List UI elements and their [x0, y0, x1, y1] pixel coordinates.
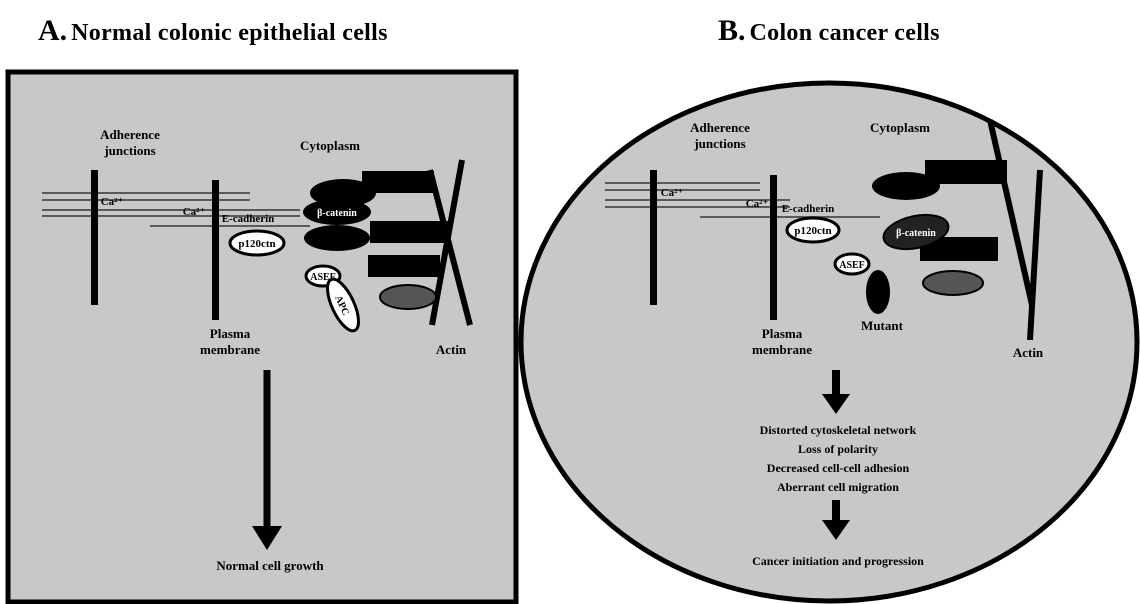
- cytoplasm-label: Cytoplasm: [870, 120, 930, 135]
- mutant-label: Mutant: [861, 318, 904, 333]
- panel-a-frame: [8, 72, 516, 602]
- calcium-label-mid: Ca²⁺: [746, 198, 769, 210]
- beta-catenin-label: β-catenin: [896, 228, 936, 239]
- asef-label: ASEF: [839, 260, 865, 271]
- panel-b: β-catenin p120ctn ASEF Mutant Adherence …: [521, 83, 1137, 601]
- p120ctn-label: p120ctn: [238, 238, 275, 250]
- adherence-label-2: junctions: [103, 143, 155, 158]
- outcome-label: Normal cell growth: [216, 558, 324, 573]
- mutant-apc-oval: [866, 270, 890, 314]
- plasma-membrane-bar: [212, 180, 219, 320]
- cadherin-block-1: [925, 160, 1007, 184]
- actin-binding-oval: [923, 271, 983, 295]
- alpha-catenin-oval: [872, 172, 940, 200]
- cadherin-block-2: [370, 221, 448, 243]
- plasma-label-1: Plasma: [762, 326, 803, 341]
- beta-catenin-oval-2: [304, 225, 370, 251]
- calcium-label-mid: Ca²⁺: [183, 206, 206, 218]
- actin-label: Actin: [1013, 345, 1044, 360]
- panel-a: β-catenin p120ctn ASEF APC Adherence jun…: [8, 72, 516, 602]
- e-cadherin-label: E-cadherin: [222, 213, 275, 225]
- actin-label: Actin: [436, 342, 467, 357]
- beta-catenin-label: β-catenin: [317, 208, 357, 219]
- cadherin-block-3: [368, 255, 440, 277]
- effect-item-4: Aberrant cell migration: [777, 480, 899, 494]
- actin-binding-oval: [380, 285, 436, 309]
- cytoplasm-label: Cytoplasm: [300, 138, 360, 153]
- e-cadherin-label: E-cadherin: [782, 203, 835, 215]
- effect-arrow-shaft: [832, 370, 840, 396]
- outcome-label: Cancer initiation and progression: [752, 554, 924, 568]
- plasma-label-2: membrane: [200, 342, 260, 357]
- plasma-membrane-bar: [770, 175, 777, 320]
- p120ctn-label: p120ctn: [794, 225, 831, 237]
- effect-item-1: Distorted cytoskeletal network: [760, 423, 917, 437]
- adherence-label-1: Adherence: [100, 127, 160, 142]
- adherence-junction-bar: [91, 170, 98, 305]
- calcium-label-left: Ca²⁺: [101, 196, 124, 208]
- outcome-arrow-shaft: [832, 500, 840, 522]
- adherence-label-2: junctions: [693, 136, 745, 151]
- adherence-junction-bar: [650, 170, 657, 305]
- plasma-label-1: Plasma: [210, 326, 251, 341]
- effect-item-3: Decreased cell-cell adhesion: [767, 461, 910, 475]
- calcium-label-left: Ca²⁺: [661, 187, 684, 199]
- plasma-label-2: membrane: [752, 342, 812, 357]
- effect-item-2: Loss of polarity: [798, 442, 878, 456]
- adherence-label-1: Adherence: [690, 120, 750, 135]
